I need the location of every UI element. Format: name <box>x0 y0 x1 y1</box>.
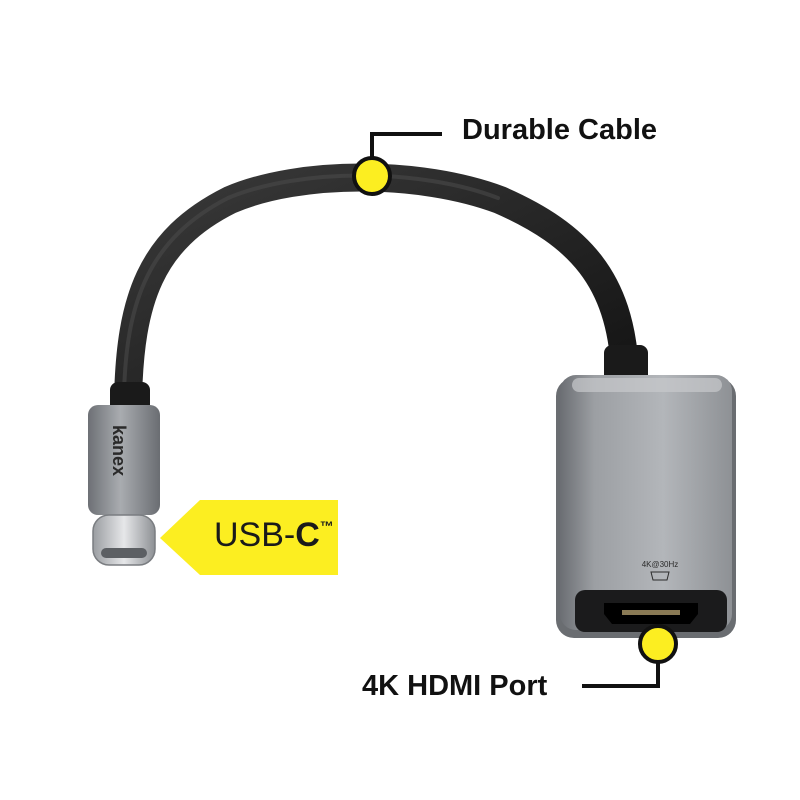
hdmi-callout-dot <box>638 624 678 664</box>
usb-c-tag-trademark: ™ <box>319 518 334 534</box>
hdmi-housing <box>560 375 732 630</box>
usb-c-tag-letter: C <box>295 516 320 554</box>
hdmi-port-label: 4K HDMI Port <box>362 670 548 702</box>
hdmi-housing-top-face <box>572 378 722 392</box>
hdmi-port-pins <box>622 610 680 615</box>
usb-c-tag-prefix: USB- <box>214 516 296 554</box>
usb-c-housing <box>88 405 160 515</box>
durable-cable-label: Durable Cable <box>462 114 657 146</box>
usb-c-tag-label: USB-C™ <box>214 516 334 555</box>
usb-c-tag <box>160 500 338 575</box>
usb-c-plug-slot <box>101 548 147 558</box>
port-marking: 4K@30Hz <box>642 560 679 569</box>
cable-highlight <box>122 173 500 397</box>
hdmi-marking-icon <box>650 571 670 581</box>
cable-callout-dot <box>352 156 392 196</box>
brand-logo: kanex <box>109 425 129 476</box>
